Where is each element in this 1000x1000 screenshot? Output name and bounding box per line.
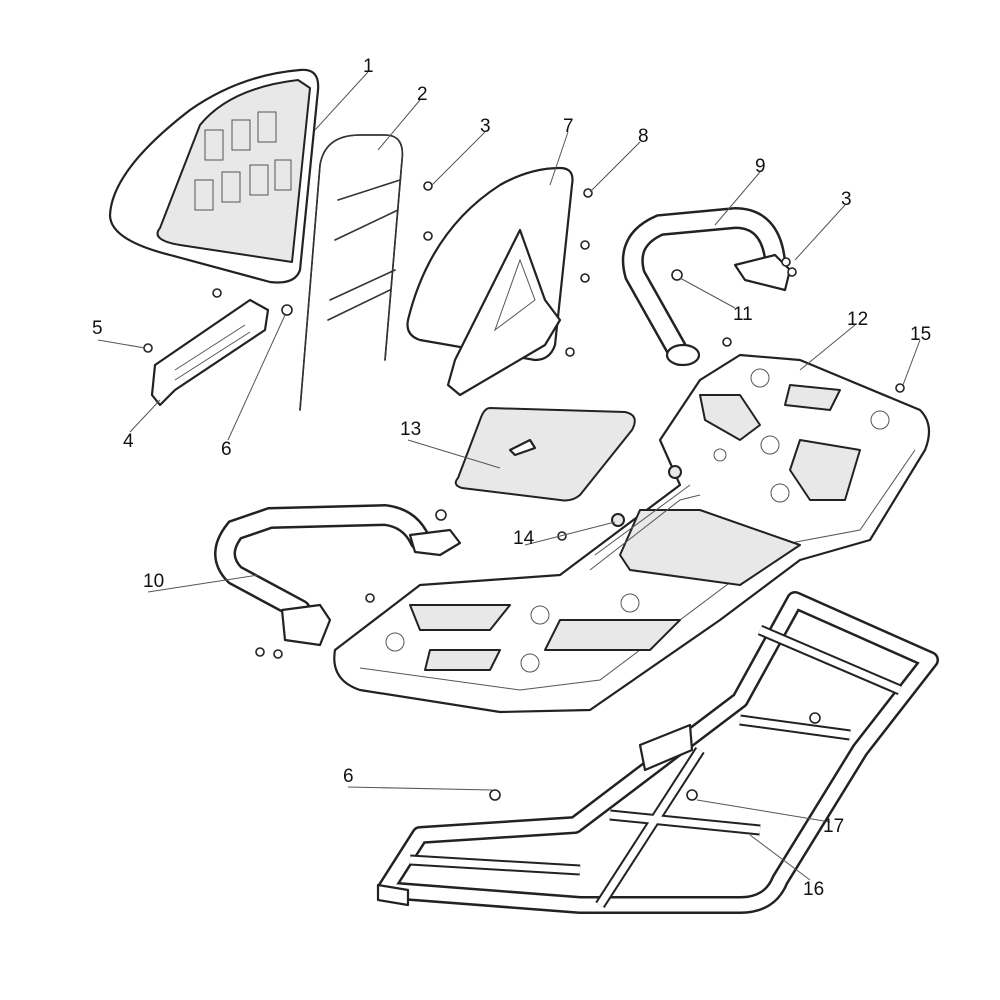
- part-13-lid: [454, 407, 636, 502]
- callout-7: 7: [563, 116, 574, 137]
- callout-8: 8: [638, 126, 649, 147]
- callout-13: 13: [400, 419, 421, 440]
- part-4-bracket: [150, 298, 270, 407]
- callout-labels: 1 2 3 7 8 9 3 11 12 15 5 4 6 13 14 10 6 …: [92, 56, 931, 900]
- part-2-backrest-frame: [299, 134, 404, 411]
- callout-15: 15: [910, 324, 931, 345]
- part-12-rear-rack: [333, 353, 931, 714]
- leader-lines: [97, 71, 921, 881]
- callout-1: 1: [363, 56, 374, 77]
- callout-6: 6: [221, 439, 232, 460]
- callout-16: 16: [803, 879, 824, 900]
- part-1-backrest: [108, 68, 320, 284]
- callout-11: 11: [733, 304, 753, 325]
- callout-14: 14: [513, 528, 535, 549]
- part-16-lower-frame: [376, 591, 939, 914]
- callout-6b: 6: [343, 766, 354, 787]
- fasteners: [143, 181, 905, 801]
- callout-10: 10: [143, 571, 164, 592]
- callout-3: 3: [480, 116, 491, 137]
- callout-5: 5: [92, 318, 103, 339]
- callout-9: 9: [755, 156, 766, 177]
- part-7-cover-plate: [406, 166, 574, 397]
- callout-2: 2: [417, 84, 428, 105]
- callout-4: 4: [123, 431, 134, 452]
- callout-12: 12: [847, 309, 868, 330]
- callout-17: 17: [823, 816, 844, 837]
- part-9-grab-handle: [621, 206, 792, 367]
- callout-3b: 3: [841, 189, 852, 210]
- part-10-grab-handle: [214, 503, 462, 647]
